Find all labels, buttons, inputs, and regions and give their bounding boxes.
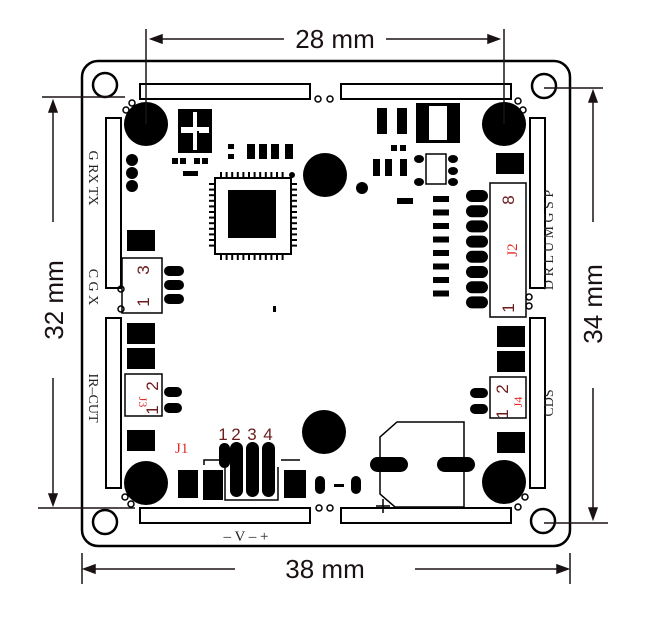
left-dots xyxy=(126,154,155,451)
top-edge-connector-left xyxy=(139,83,311,100)
connector-j2 xyxy=(466,182,527,318)
label-cgx: C G X xyxy=(85,269,100,306)
top-edge-connector-right xyxy=(340,83,512,100)
label-ircut: IR–CUT xyxy=(85,374,100,423)
smd-passives-top-right xyxy=(373,108,413,204)
diode xyxy=(315,476,361,494)
lens-mount-pad-bl xyxy=(124,461,168,505)
resistor-array xyxy=(433,196,449,297)
mounting-hole-top-left xyxy=(91,71,119,99)
resistor xyxy=(433,196,449,202)
resistor xyxy=(433,223,449,229)
connector-j3 xyxy=(124,373,182,417)
j2-pin-8: 8 xyxy=(499,195,518,204)
connector-j1 xyxy=(178,442,306,501)
resistor xyxy=(433,209,449,216)
j2-pad xyxy=(466,220,488,233)
label-cds: CDS xyxy=(542,389,557,416)
via-pad-center-top xyxy=(303,153,347,197)
smd-block xyxy=(496,153,524,174)
j1-pin-3: 3 xyxy=(247,425,256,444)
j1-pin-4: 4 xyxy=(263,425,272,444)
uart-pin-1: 1 xyxy=(134,297,153,306)
j2-pad xyxy=(466,266,488,278)
right-edge-connector-top xyxy=(529,117,546,289)
dim-left-height: 32 mm xyxy=(39,260,69,339)
j2-pad xyxy=(466,296,488,309)
via-rings xyxy=(117,95,533,512)
pin1-marker xyxy=(289,172,295,178)
resistor xyxy=(433,236,449,243)
j3-pin-1: 1 xyxy=(143,405,162,414)
bottom-edge-connector-left xyxy=(139,507,311,524)
via-pad-center-bottom xyxy=(302,410,346,454)
small-via xyxy=(356,182,368,194)
resistor xyxy=(433,263,449,270)
smd-passives-top-left xyxy=(172,144,293,176)
fiducial xyxy=(273,306,276,312)
j2-pad xyxy=(466,235,488,248)
j2-pin-1: 1 xyxy=(499,303,518,312)
label-j2-signals: D R L U M G S P xyxy=(542,190,557,290)
right-lower-blocks xyxy=(497,326,525,453)
j4-pin-1: 1 xyxy=(493,409,512,418)
j2-pad xyxy=(466,250,488,263)
dim-bottom-width: 38 mm xyxy=(285,554,364,584)
sot-ic xyxy=(414,153,458,186)
dim-right-height: 34 mm xyxy=(578,264,608,343)
j2-pad xyxy=(466,190,488,202)
connector-j4 xyxy=(470,376,527,419)
j1-pin-1: 1 xyxy=(218,425,227,444)
ref-j1: J1 xyxy=(175,441,188,457)
resistor xyxy=(433,277,449,283)
lens-mount-pad-br xyxy=(482,460,526,504)
mounting-hole-top-right xyxy=(530,72,558,100)
bottom-edge-connector-right xyxy=(340,507,512,524)
board-outline xyxy=(80,59,572,548)
mounting-hole-bottom-left xyxy=(91,508,119,536)
inductor xyxy=(416,103,460,143)
mounting-hole-bottom-right xyxy=(529,507,557,535)
ref-j2: J2 xyxy=(505,243,521,256)
j2-pad xyxy=(466,205,488,218)
ref-j3: J3 xyxy=(136,397,150,408)
uart-pin-3: 3 xyxy=(134,265,153,274)
left-edge-connector-top xyxy=(105,117,122,289)
j1-pin-2: 2 xyxy=(231,425,240,444)
right-edge-connector-bottom xyxy=(529,317,546,489)
resistor xyxy=(433,250,449,256)
j4-pin-2: 2 xyxy=(493,384,512,393)
ref-j4: J4 xyxy=(511,397,525,408)
left-edge-connector-bottom xyxy=(105,317,122,489)
j2-pad xyxy=(466,281,488,294)
dimension-lines xyxy=(38,29,608,584)
j3-pin-2: 2 xyxy=(143,381,162,390)
label-uart: G RX TX xyxy=(85,151,100,206)
electrolytic-capacitor xyxy=(370,421,475,513)
resistor xyxy=(433,290,449,297)
label-power: – V – + xyxy=(223,529,269,545)
crystal-component xyxy=(178,109,212,153)
connector-uart xyxy=(121,257,184,314)
main-processor-chip xyxy=(209,172,297,260)
dim-top-width: 28 mm xyxy=(295,24,374,54)
